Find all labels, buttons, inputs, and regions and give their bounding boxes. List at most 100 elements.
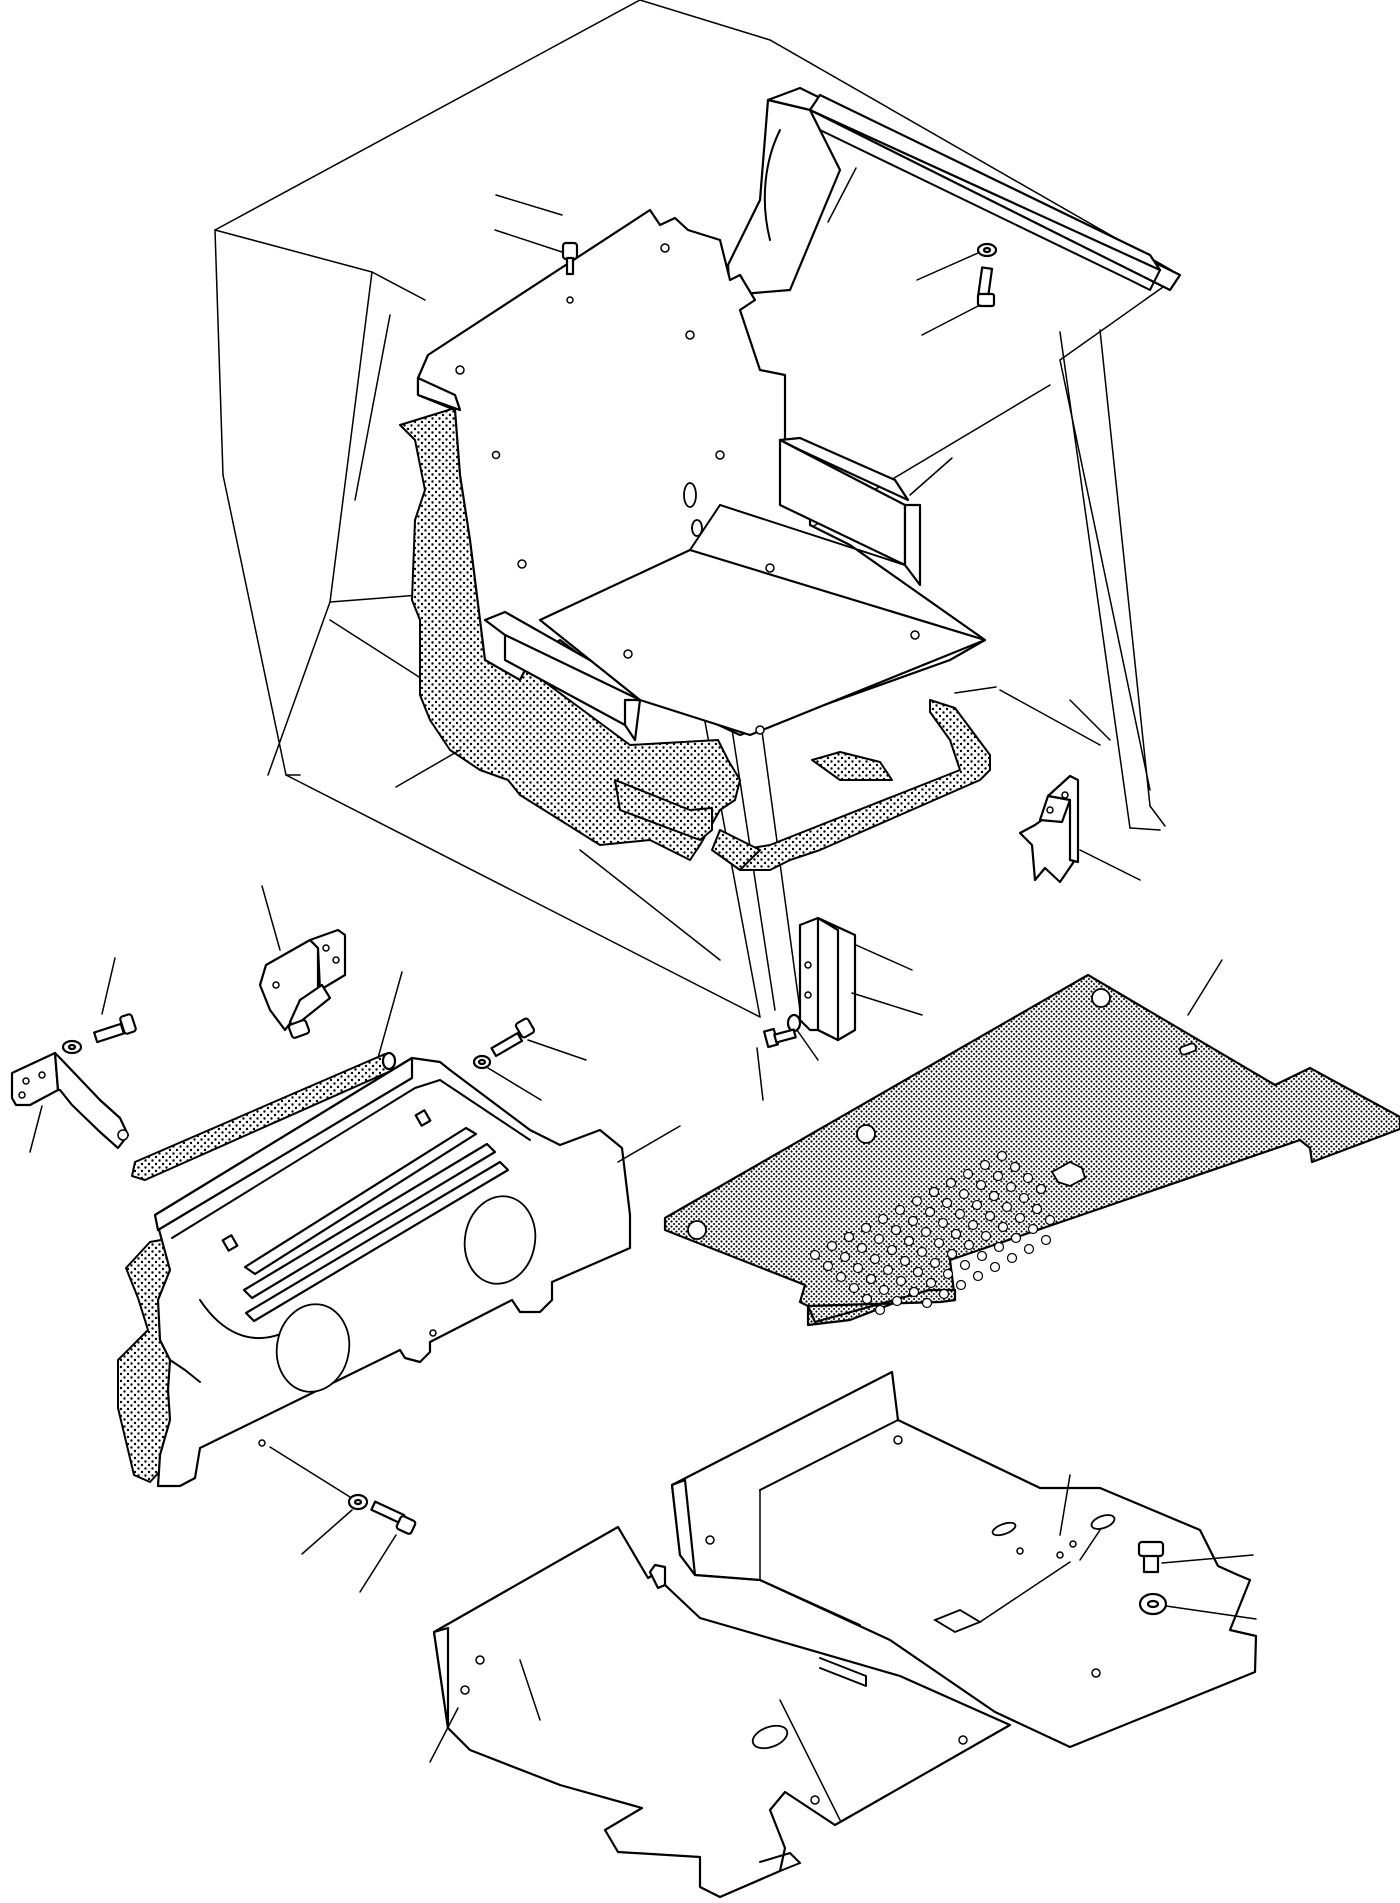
center-bolt — [756, 1027, 797, 1101]
floor-mat-perforation — [843, 1231, 855, 1243]
roof-bolt — [921, 266, 996, 336]
floor-mat-perforation — [903, 1235, 915, 1247]
right-floor-plate — [670, 1370, 1258, 1749]
callout-leader — [909, 457, 953, 496]
floor-mat-perforation — [929, 1257, 941, 1269]
floor-mat-perforation — [860, 1222, 872, 1234]
roof-washer — [916, 242, 998, 281]
floor-mat-perforation — [992, 1170, 1004, 1182]
floor-mat-perforation — [959, 1259, 971, 1271]
callout-leader — [851, 992, 923, 1016]
floor-mat-perforation — [925, 1277, 937, 1289]
floor-mat-perforation — [873, 1233, 885, 1245]
floor-mat-perforation — [1035, 1183, 1047, 1195]
floor-mat-perforation — [856, 1242, 868, 1254]
floor-mat-perforation — [878, 1284, 890, 1296]
floor-mat-perforation — [946, 1248, 958, 1260]
floor-mat-perforation — [954, 1208, 966, 1220]
floor-mat-perforation — [848, 1282, 860, 1294]
callout-leader — [954, 686, 997, 694]
floor-mat-perforation — [958, 1188, 970, 1200]
floor-mat-perforation — [1006, 1252, 1018, 1264]
floor-mat-perforation — [894, 1204, 906, 1216]
floor-mat-perforation — [1044, 1214, 1056, 1226]
floor-mat-perforation — [908, 1286, 920, 1298]
floor-mat-perforation — [963, 1239, 975, 1251]
left-corner-bracket — [10, 1051, 130, 1153]
floor-mat-perforation — [1010, 1232, 1022, 1244]
floor-mat-perforation — [895, 1275, 907, 1287]
floor-mat-perforation — [988, 1190, 1000, 1202]
floor-mat-perforation — [826, 1240, 838, 1252]
floor-mat-perforation — [1023, 1243, 1035, 1255]
floor-mat-perforation — [874, 1304, 886, 1316]
floor-mat-perforation — [899, 1255, 911, 1267]
floor-mat-perforation — [920, 1226, 932, 1238]
floor-mat-perforation — [945, 1177, 957, 1189]
floor-mat-perforation — [972, 1270, 984, 1282]
floor-mat-perforation — [877, 1213, 889, 1225]
floor-mat-perforation — [1040, 1234, 1052, 1246]
floor-plate-bolt — [1137, 1540, 1254, 1574]
floor-mat-perforation — [950, 1228, 962, 1240]
floor-mat-perforation — [979, 1159, 991, 1171]
callout-leaders — [395, 194, 997, 1016]
hood-bolt — [490, 1017, 587, 1061]
floor-mat-perforation — [955, 1279, 967, 1291]
floor-mat-perforation — [891, 1295, 903, 1307]
floor-mat-perforation — [1018, 1192, 1030, 1204]
floor-mat-perforation — [809, 1249, 821, 1261]
left-bolt — [93, 957, 137, 1044]
floor-mat — [663, 959, 1400, 1327]
floor-mat-perforation — [1014, 1212, 1026, 1224]
floor-mat-perforation — [971, 1199, 983, 1211]
mount-bracket-center — [798, 916, 913, 1042]
floor-mat-perforation — [911, 1195, 923, 1207]
floor-mat-perforation — [937, 1217, 949, 1229]
floor-mat-perforation — [975, 1179, 987, 1191]
floor-mat-perforation — [912, 1266, 924, 1278]
floor-mat-perforation — [907, 1215, 919, 1227]
hood-lower-washer — [269, 1446, 369, 1555]
floor-mat-perforation — [938, 1288, 950, 1300]
floor-mat-perforation — [1001, 1201, 1013, 1213]
top-screw — [494, 229, 579, 304]
floor-mat-perforation — [924, 1206, 936, 1218]
floor-mat-perforation — [921, 1297, 933, 1309]
floor-mat-perforation — [962, 1168, 974, 1180]
floor-mat-perforation — [928, 1186, 940, 1198]
floor-mat-perforation — [996, 1150, 1008, 1162]
floor-mat-perforation — [1009, 1161, 1021, 1173]
floor-mat-perforations — [809, 1150, 1056, 1316]
floor-mat-perforation — [852, 1262, 864, 1274]
mount-bracket-right — [1018, 774, 1141, 884]
floor-mat-perforation — [890, 1224, 902, 1236]
floor-mat-perforation — [861, 1293, 873, 1305]
floor-mat-perforation — [1022, 1172, 1034, 1184]
callout-leader — [395, 749, 461, 788]
floor-mat-perforation — [869, 1253, 881, 1265]
floor-mat-perforation — [1031, 1203, 1043, 1215]
floor-mat-perforation — [882, 1264, 894, 1276]
floor-mat-perforation — [967, 1219, 979, 1231]
floor-mat-perforation — [886, 1244, 898, 1256]
floor-mat-perforation — [835, 1271, 847, 1283]
floor-mat-perforation — [942, 1268, 954, 1280]
floor-mat-perforation — [984, 1210, 996, 1222]
floor-mat-perforation — [976, 1250, 988, 1262]
floor-mat-perforation — [993, 1241, 1005, 1253]
engine-hood-cover — [153, 1056, 681, 1488]
left-floor-plate — [429, 1525, 1012, 1899]
floor-mat-perforation — [933, 1237, 945, 1249]
left-washer — [61, 1039, 83, 1055]
floor-mat-perforation — [1027, 1223, 1039, 1235]
rear-roof-channel — [726, 86, 1182, 297]
floor-mat-perforation — [941, 1197, 953, 1209]
left-hinge-bracket — [258, 885, 347, 1039]
floor-mat-perforation — [865, 1273, 877, 1285]
floor-mat-perforation — [916, 1246, 928, 1258]
floor-plate-washer — [1138, 1592, 1257, 1620]
hood-washer — [472, 1054, 542, 1101]
